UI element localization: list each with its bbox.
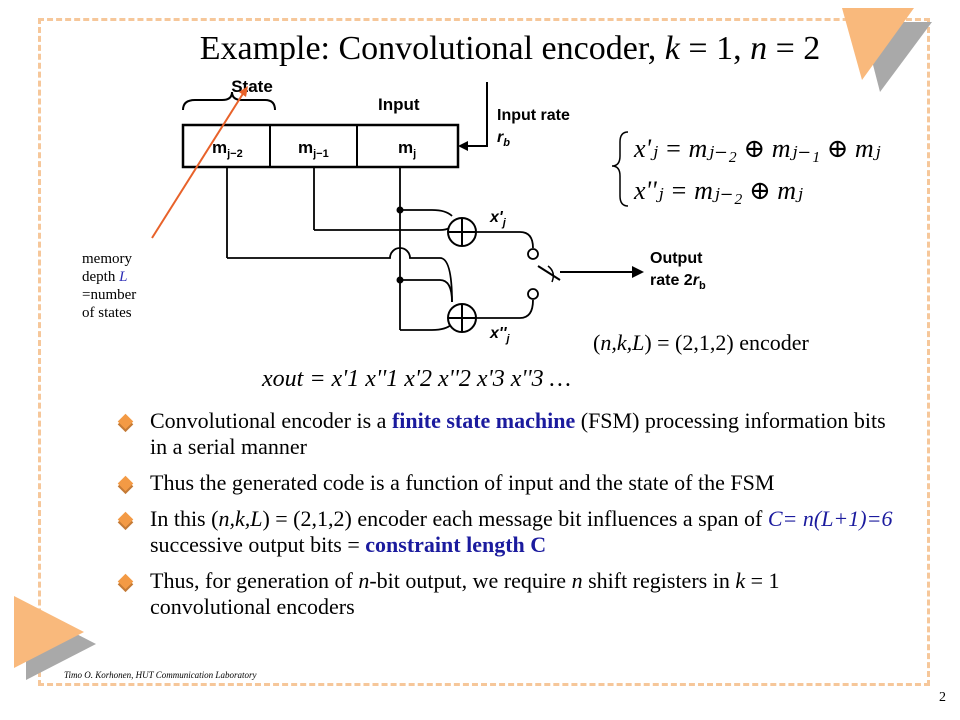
page-number: 2 (939, 690, 946, 705)
bullet-diamond-icon (117, 573, 134, 590)
bullet-diamond-icon (117, 475, 134, 492)
state-brace (182, 91, 276, 111)
equation-brace (611, 131, 629, 207)
memory-depth-note: memory depth L =number of states (82, 251, 137, 321)
bullet-item: Thus, for generation of n-bit output, we… (117, 568, 900, 620)
bullet-diamond-icon (117, 413, 134, 430)
pointer-arrow-icon (151, 91, 245, 239)
input-label: Input (378, 95, 420, 114)
output-rate-label: rate 2rb (650, 272, 706, 292)
bullet-item: Thus the generated code is a function of… (117, 470, 900, 496)
input-arrow-icon (462, 82, 488, 147)
bullet-diamond-icon (117, 511, 134, 528)
tap2-label: x''j (489, 325, 511, 345)
slide-frame (38, 18, 930, 686)
encoder-parameters-label: (n,k,L) = (2,1,2) encoder (593, 330, 809, 355)
bullet-item: In this (n,k,L) = (2,1,2) encoder each m… (117, 506, 900, 558)
equation-2: x''ⱼ = mⱼ₋₂ ⊕ mⱼ (633, 176, 803, 205)
tap1-label: x'j (489, 209, 507, 229)
input-rate-label: Input rate (497, 107, 570, 124)
corner-triangle-icon (14, 596, 84, 668)
bullet-item: Convolutional encoder is a finite state … (117, 408, 900, 460)
equation-xout: xout = x'1 x''1 x'2 x''2 x'3 x''3 … (261, 366, 571, 392)
switch-icon (537, 265, 561, 283)
slide-title: Example: Convolutional encoder, k = 1, n… (199, 30, 821, 67)
equation-1: x'ⱼ = mⱼ₋₂ ⊕ mⱼ₋₁ ⊕ mⱼ (633, 134, 881, 163)
input-rate-symbol: rb (497, 129, 510, 149)
footer-author: Timo O. Korhonen, HUT Communication Labo… (64, 670, 257, 680)
bullet-list: Convolutional encoder is a finite state … (117, 408, 900, 630)
corner-triangle-icon (842, 8, 914, 80)
register-cell-mj: mj (398, 138, 416, 160)
register-cell-mj1: mj−1 (298, 138, 329, 160)
register-cell-mj2: mj−2 (212, 138, 243, 160)
output-label: Output (650, 250, 703, 267)
